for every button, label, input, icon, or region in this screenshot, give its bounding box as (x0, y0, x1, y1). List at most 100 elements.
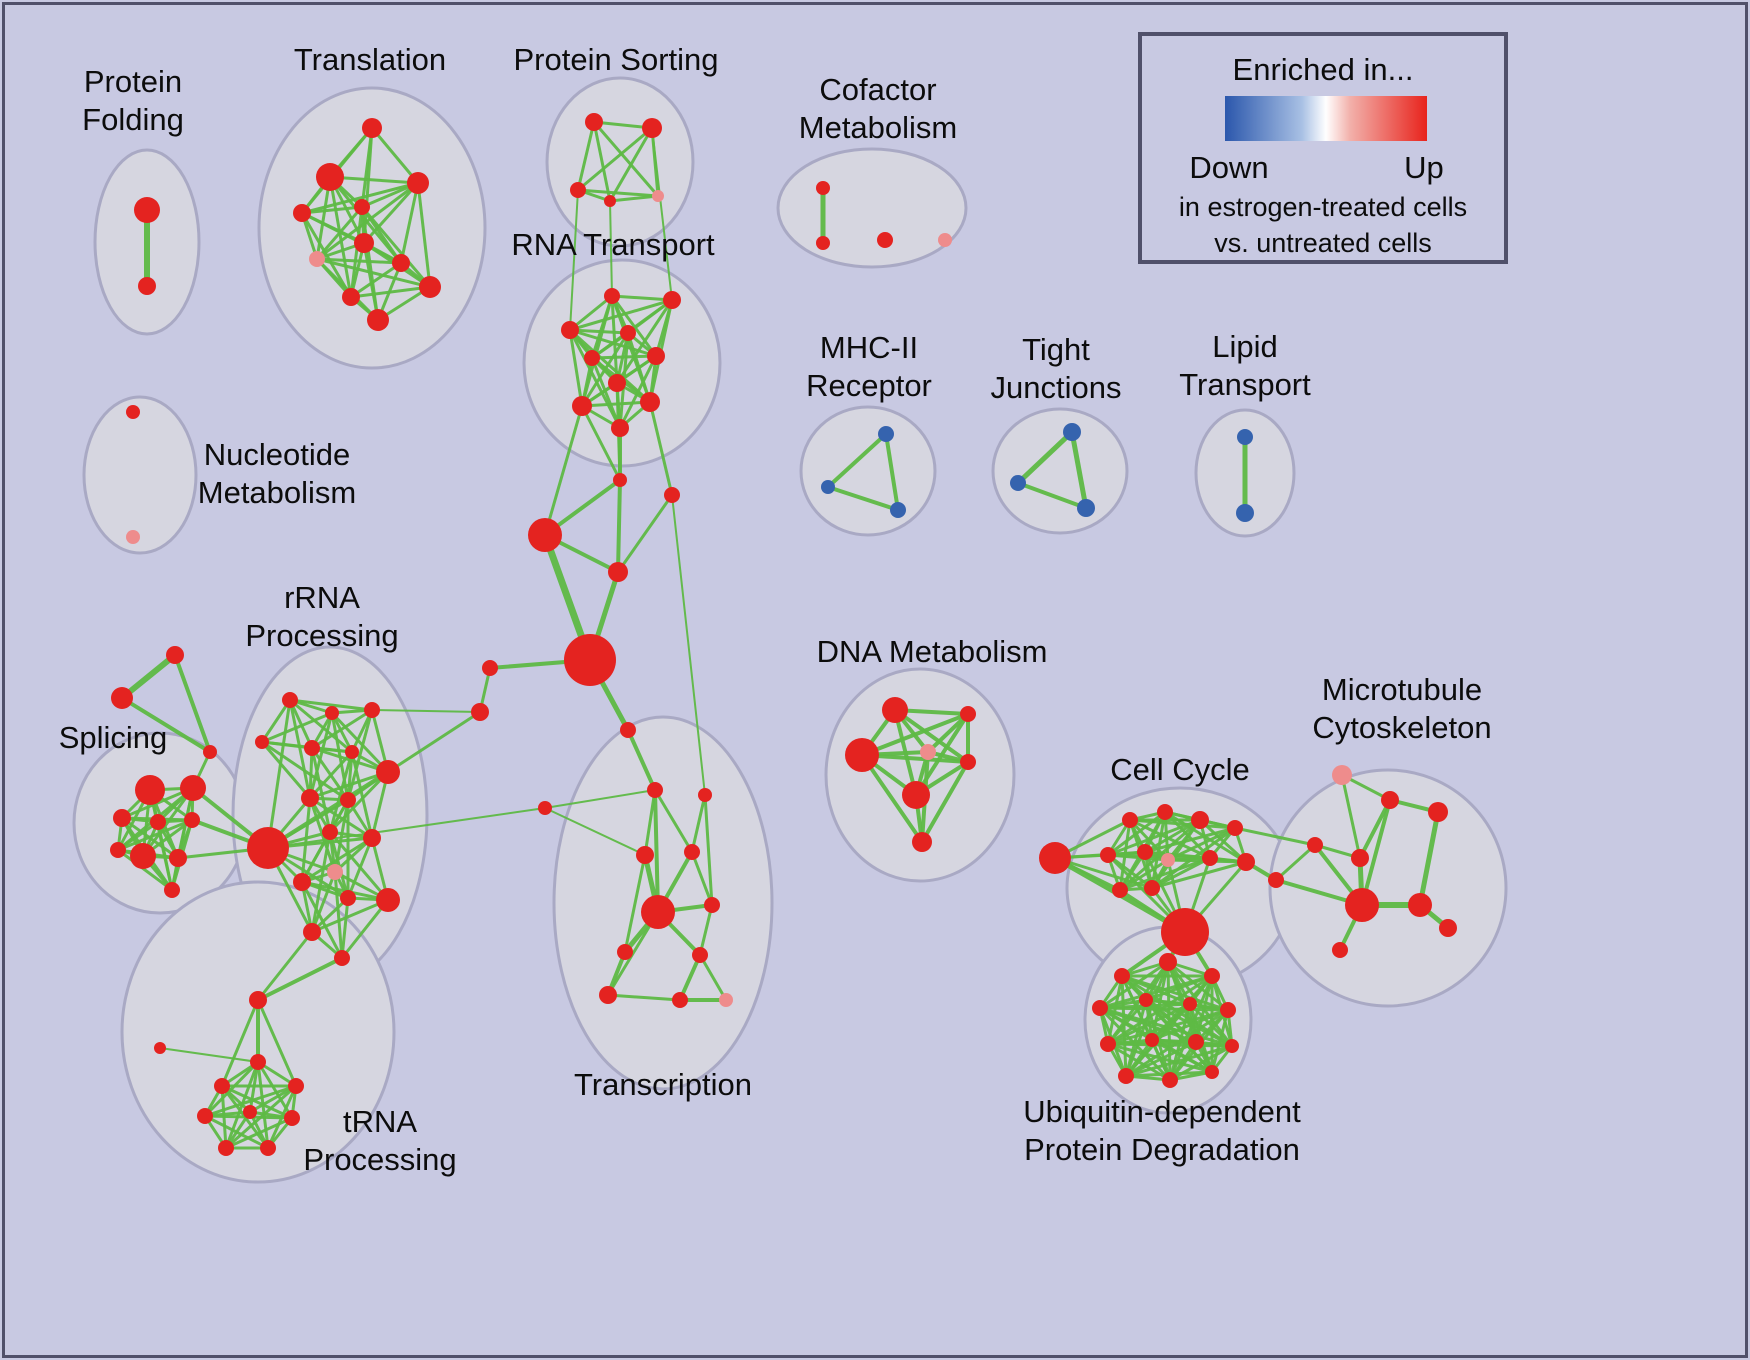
network-edge (349, 285, 432, 299)
cluster-label-cofactor-metabolism: Metabolism (799, 110, 958, 145)
network-edge (1163, 810, 1170, 862)
network-edge (346, 836, 374, 900)
network-node-k8 (284, 1110, 300, 1126)
network-node-u13 (1162, 1072, 1178, 1088)
network-node-u11 (1225, 1039, 1239, 1053)
network-edge (860, 712, 970, 757)
network-node-x9 (599, 986, 617, 1004)
network-node-k9 (218, 1140, 234, 1156)
network-node-cc5 (1100, 847, 1116, 863)
network-edge (288, 698, 354, 754)
network-edge (568, 328, 652, 404)
network-edge (1150, 856, 1212, 890)
network-edge (371, 709, 481, 713)
network-edge (310, 870, 337, 934)
network-node-tj3 (1077, 499, 1095, 517)
network-edge (308, 750, 354, 800)
network-node-cm3 (877, 232, 893, 248)
network-node-s4 (150, 814, 166, 830)
network-node-u8 (1100, 1036, 1116, 1052)
network-node-u5 (1139, 993, 1153, 1007)
network-node-r3 (364, 702, 380, 718)
network-node-s9 (164, 882, 180, 898)
network-edge (1358, 798, 1392, 860)
network-node-x2 (647, 782, 663, 798)
network-node-cc1 (1122, 812, 1138, 828)
network-edge (616, 478, 622, 574)
cluster-protein-sorting (545, 76, 695, 248)
cluster-label-translation: Translation (294, 42, 446, 77)
network-edge (606, 993, 682, 1002)
cluster-label-microtubule-cytoskeleton: Microtubule (1322, 672, 1482, 707)
network-node-hub (564, 634, 616, 686)
network-edge (349, 261, 403, 299)
network-edge (328, 770, 390, 834)
network-edge (568, 328, 622, 430)
network-node-n1 (126, 405, 140, 419)
cluster-label-lipid-transport: Transport (1179, 367, 1311, 402)
network-node-x10 (672, 992, 688, 1008)
network-node-t11 (367, 309, 389, 331)
cluster-microtubule-cytoskeleton (1268, 768, 1508, 1008)
cluster-label-tight-junctions: Junctions (991, 370, 1122, 405)
cluster-label-mhc-ii-receptor: Receptor (806, 368, 932, 403)
legend: Enriched in... Down Up in estrogen-treat… (1138, 32, 1508, 264)
network-node-r13 (293, 873, 311, 891)
network-edge (568, 298, 674, 332)
network-node-t7 (354, 233, 374, 253)
network-edge (260, 740, 312, 800)
network-edge (1124, 998, 1148, 1078)
network-edge (300, 181, 420, 215)
network-node-x5 (684, 844, 700, 860)
network-node-k2 (154, 1042, 166, 1054)
network-edge (1143, 826, 1237, 854)
network-node-k4 (214, 1078, 230, 1094)
network-edge (288, 698, 314, 750)
network-edge (678, 953, 702, 1002)
network-node-r8 (301, 789, 319, 807)
network-edge (1144, 998, 1234, 1048)
network-edge (608, 194, 660, 203)
network-edge (590, 354, 658, 360)
network-edge (256, 956, 344, 1002)
cluster-label-dna-metabolism: DNA Metabolism (817, 634, 1048, 669)
network-edge (310, 708, 374, 750)
network-node-cc6 (1137, 844, 1153, 860)
network-edge (308, 711, 334, 800)
network-node-cc12 (1268, 872, 1284, 888)
network-node-s6 (110, 842, 126, 858)
network-edge (267, 807, 546, 849)
network-edge (362, 181, 420, 245)
legend-down-label: Down (1189, 150, 1268, 185)
network-edge (703, 793, 714, 907)
network-node-t5 (354, 199, 370, 215)
network-node-c5 (482, 660, 498, 676)
network-node-x1 (620, 722, 636, 738)
network-edge (328, 830, 390, 902)
network-node-u2 (1114, 968, 1130, 984)
network-node-r16 (303, 923, 321, 941)
network-edge (330, 711, 390, 774)
network-edge (576, 188, 660, 198)
network-node-k5 (288, 1078, 304, 1094)
network-edge (260, 698, 292, 744)
network-edge (256, 930, 314, 1002)
network-node-cc10 (1112, 882, 1128, 898)
network-edge (544, 789, 656, 809)
network-node-l1 (1237, 429, 1253, 445)
network-node-cc9 (1237, 853, 1255, 871)
network-edge (568, 328, 584, 408)
network-node-mt3 (1428, 802, 1448, 822)
cluster-label-transcription: Transcription (574, 1067, 752, 1102)
network-edge (349, 205, 364, 299)
network-edge (580, 400, 652, 408)
network-edge (1144, 998, 1214, 1074)
legend-up-label: Up (1404, 150, 1444, 185)
network-edge (315, 181, 420, 261)
network-node-m1 (878, 426, 894, 442)
network-edge (315, 257, 432, 289)
network-node-d6 (902, 781, 930, 809)
network-edge (590, 356, 622, 430)
